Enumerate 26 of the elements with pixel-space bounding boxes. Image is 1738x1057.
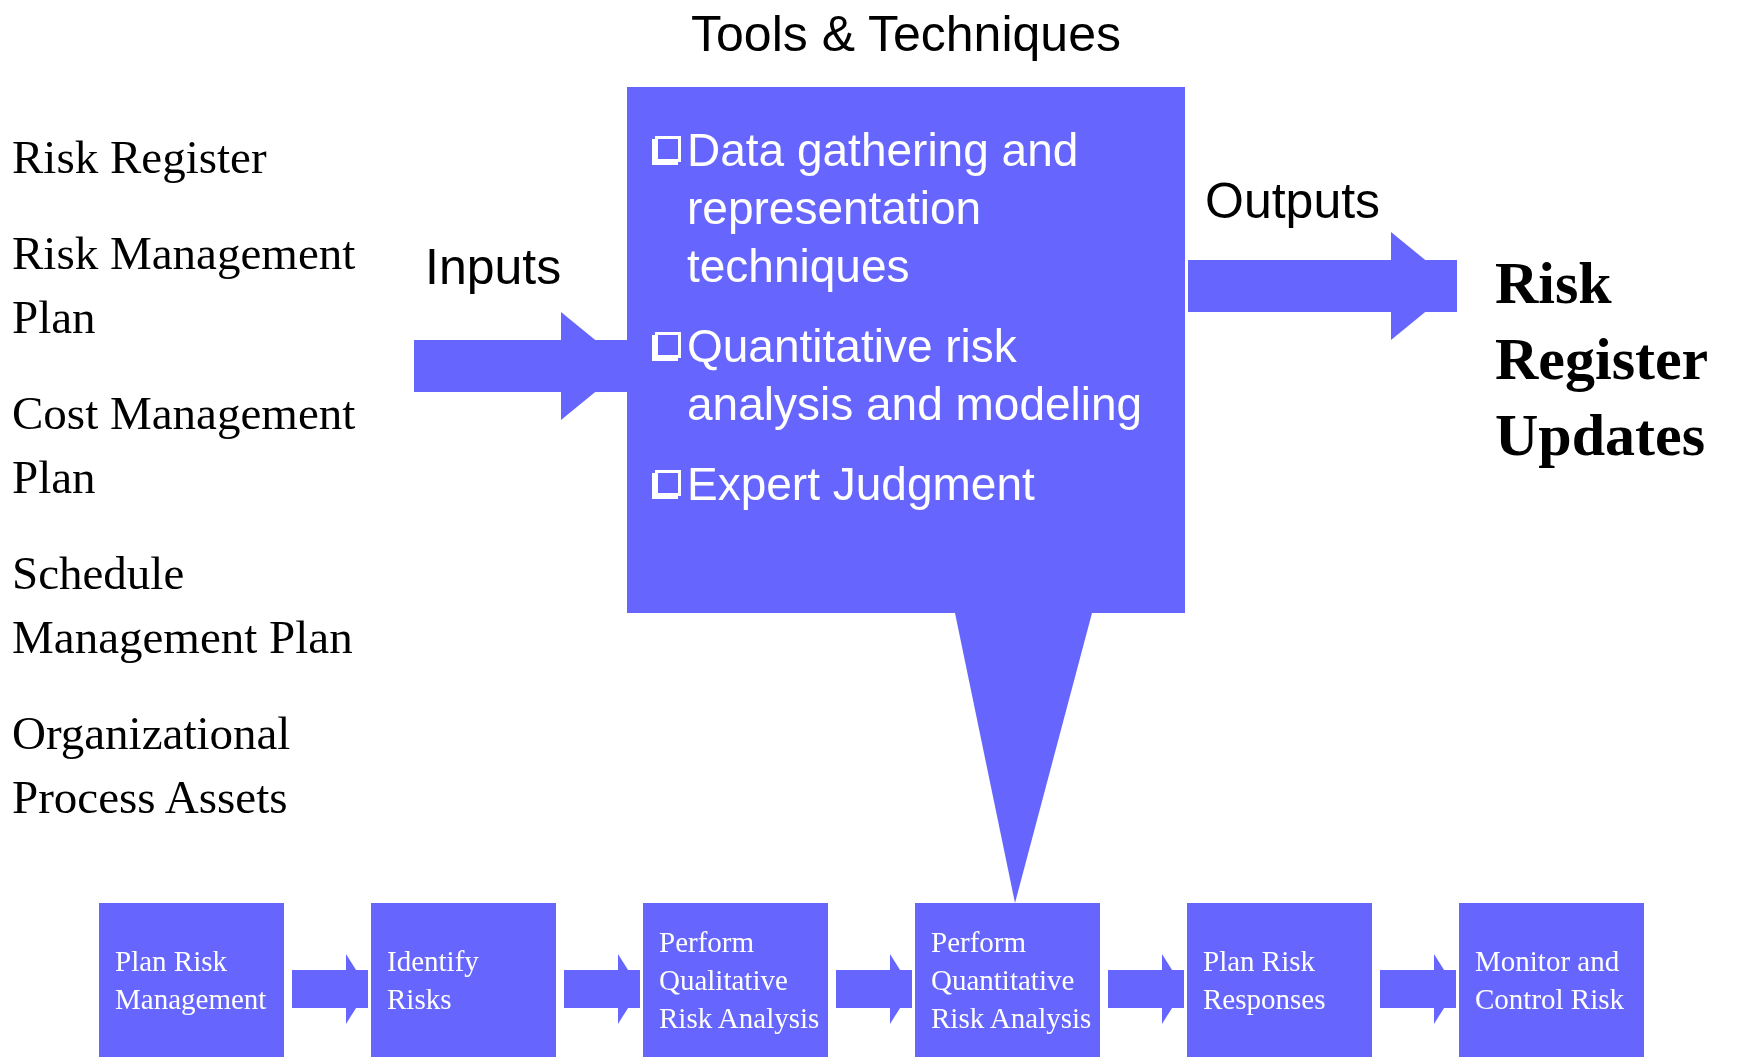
bullet-text: Quantitative risk analysis and modeling bbox=[687, 319, 1144, 432]
process-box: Identify Risks bbox=[371, 903, 556, 1057]
input-item: Schedule Management Plan bbox=[12, 546, 354, 665]
process-box: Plan Risk Management bbox=[99, 903, 284, 1057]
bullet-text: Data gathering and representation techniques bbox=[687, 123, 1080, 294]
block-arrow bbox=[414, 312, 627, 420]
callout-pointer bbox=[955, 613, 1092, 903]
output-label: Risk Register Updates bbox=[1495, 245, 1735, 475]
block-arrow bbox=[1108, 954, 1184, 1024]
block-arrow bbox=[836, 954, 912, 1024]
edge-label: Outputs bbox=[1205, 172, 1381, 230]
block-arrow bbox=[564, 954, 640, 1024]
block-arrow bbox=[292, 954, 368, 1024]
block-arrow bbox=[1188, 232, 1457, 340]
input-item: Cost Management Plan bbox=[12, 386, 357, 505]
process-box: Plan Risk Responses bbox=[1187, 903, 1372, 1057]
process-box: Perform Qualitative Risk Analysis bbox=[643, 903, 828, 1057]
process-box: Perform Quantitative Risk Analysis bbox=[915, 903, 1100, 1057]
process-box: Monitor and Control Risk bbox=[1459, 903, 1644, 1057]
input-item: Risk Management Plan bbox=[12, 226, 357, 345]
edge-label: Inputs bbox=[425, 238, 562, 296]
input-item: Risk Register bbox=[12, 130, 268, 185]
input-item: Organizational Process Assets bbox=[12, 706, 292, 825]
bullet-text: Expert Judgment bbox=[687, 457, 1035, 512]
block-arrow bbox=[1380, 954, 1456, 1024]
box-heading: Tools & Techniques bbox=[690, 5, 1122, 63]
